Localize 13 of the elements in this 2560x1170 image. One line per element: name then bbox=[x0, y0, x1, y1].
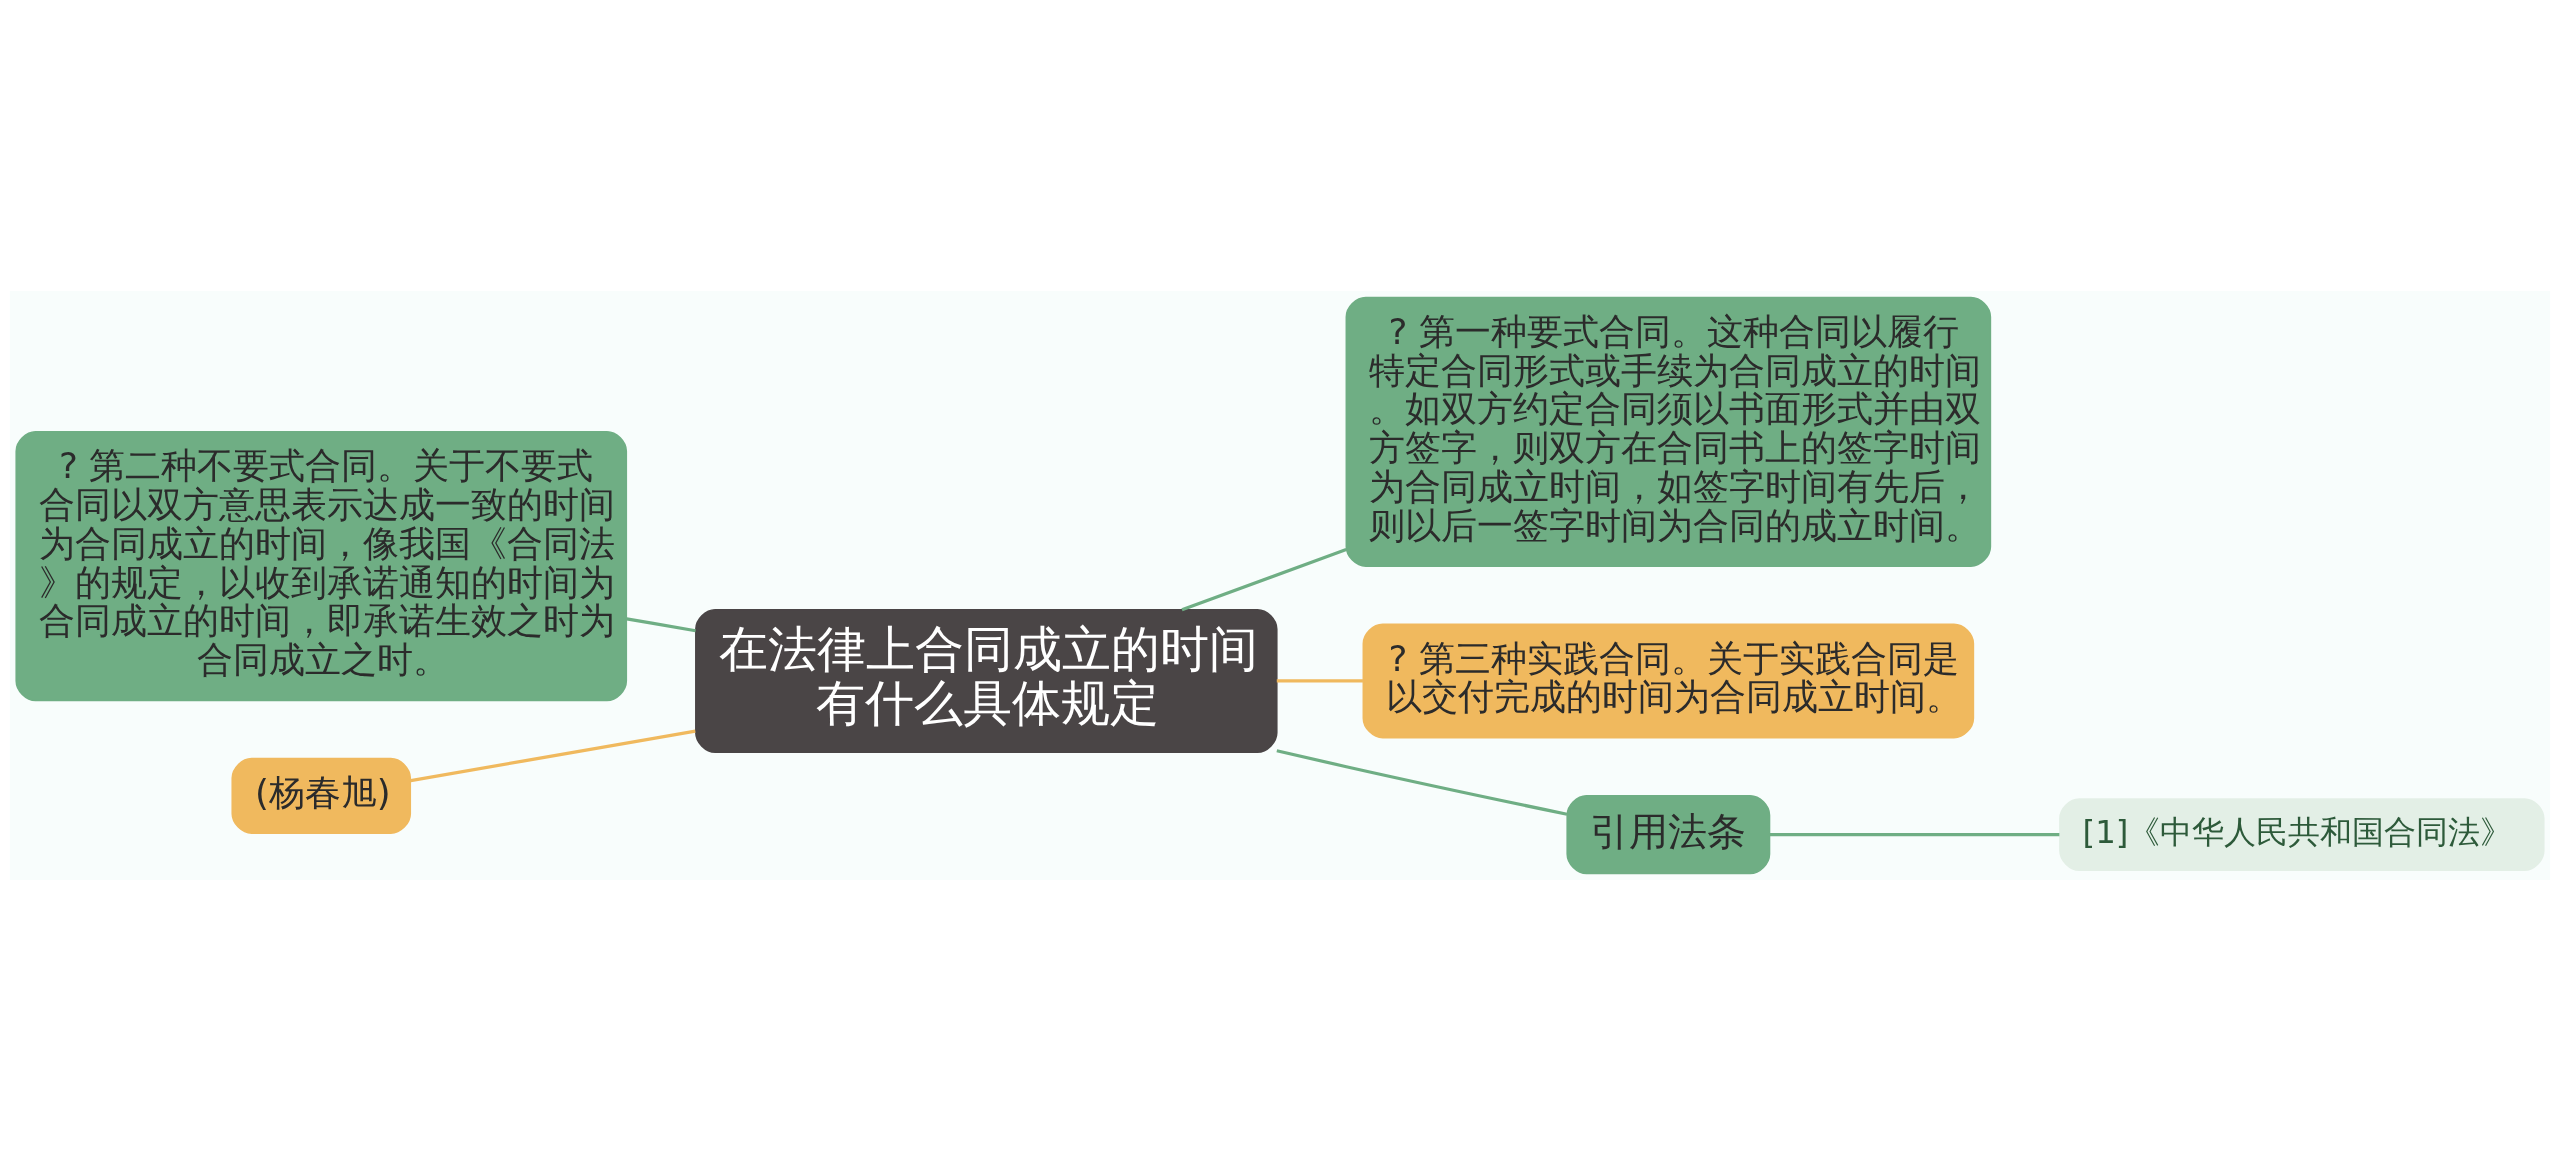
connector bbox=[1181, 547, 1347, 611]
node-box: [1]《中华人民共和国合同法》 bbox=[2059, 797, 2545, 871]
node-box: 引用法条 bbox=[1566, 794, 1771, 874]
node-box: ? 第一种要式合同。这种合同以履行特定合同形式或手续为合同成立的时间。如双方约定合同须以书面形式并由双方签字，则双方在合同书上的签字时间为合同成立时间，如签字时间有先后，则以后一签字时间为合同的成立时间。 bbox=[1345, 296, 1992, 567]
connector bbox=[1276, 678, 1363, 683]
connector bbox=[410, 729, 696, 782]
node-box: ? 第二种不要式合同。关于不要式合同以双方意思表示达成一致的时间为合同成立的时间，像我国《合同法》的规定，以收到承诺通知的时间为合同成立的时间，即承诺生效之时为合同成立之时。 bbox=[15, 430, 628, 701]
node-box: (杨春旭) bbox=[231, 757, 412, 834]
node-box: ? 第三种实践合同。关于实践合同是以交付完成的时间为合同成立时间。 bbox=[1362, 623, 1975, 738]
node-box: 在法律上合同成立的时间有什么具体规定 bbox=[695, 608, 1278, 753]
connector bbox=[1769, 832, 2060, 836]
connector bbox=[1276, 748, 1568, 816]
connector bbox=[626, 616, 696, 632]
